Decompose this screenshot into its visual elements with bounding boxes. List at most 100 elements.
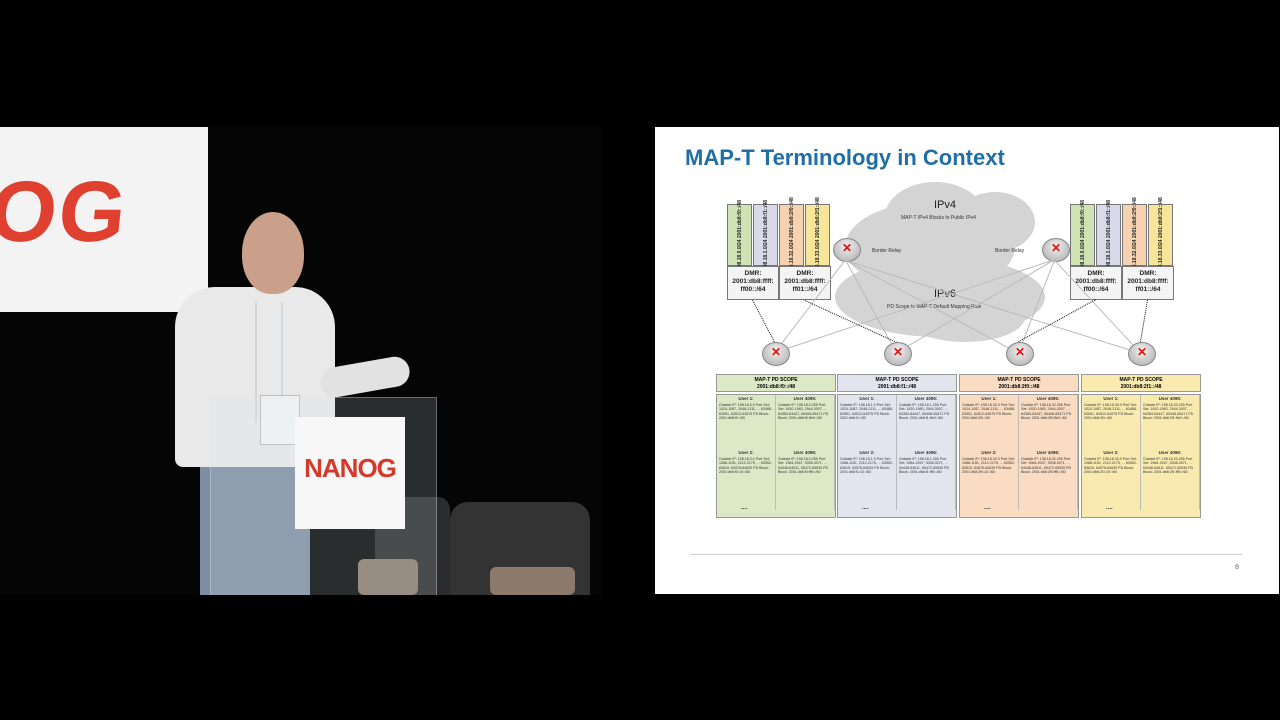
prefix-strip-label: 198.18.0.0/24 2001:db8:f0::/48 (736, 199, 743, 271)
user-cell: User 2:Outside IP: 198.18.0.0 Port Set: … (717, 449, 776, 510)
pd-scope-body: User 1: Outside IP: 198.18.33.0 Port Set:… (1081, 394, 1201, 518)
user-cell-body: Outside IP: 198.18.0.255 Port Set: 1984-… (778, 456, 829, 475)
pd-scope-prefix: 2001:db8:2f1::/48 (1120, 384, 1162, 390)
prefix-strip: 198.18.33.0/24 2001:db8:2f1::/48 (805, 197, 830, 273)
ce-router-icon (1006, 342, 1034, 366)
speaker-legs (200, 462, 310, 595)
prefix-strip: 198.18.32.0/24 2001:db8:2f0::/48 (779, 197, 804, 273)
user-cell: User 2:Outside IP: 198.18.32.0 Port Set:… (960, 449, 1019, 510)
user-cell-title: User 2: (859, 450, 875, 455)
ellipsis: .... (1106, 505, 1113, 511)
user-cell-title: User 4096: (793, 450, 817, 455)
pd-scope-prefix: 2001:db8:f0::/48 (756, 384, 796, 390)
user-cell: User 2:Outside IP: 198.18.33.0 Port Set:… (1082, 449, 1141, 510)
slide-page-number: 8 (1235, 564, 1239, 571)
user-cell: User 4095:Outside IP: 198.18.0.255 Port … (776, 395, 835, 456)
ellipsis: .... (862, 505, 869, 511)
user-cell-body: Outside IP: 198.18.33.0 Port Set: 1088-1… (1084, 456, 1138, 475)
user-cell-title: User 4095: (1036, 396, 1060, 401)
user-cell: User 4095:Outside IP: 198.18.1.255 Port … (897, 395, 956, 456)
chair-pillow-2 (358, 559, 418, 595)
chair-pillow (490, 567, 575, 595)
user-cell: User 4096:Outside IP: 198.18.33.255 Port… (1141, 449, 1200, 510)
user-cell-title: User 4095: (1158, 396, 1182, 401)
ellipsis: .... (984, 505, 991, 511)
prefix-strip: 198.18.1.0/24 2001:db8:f1::/48 (753, 200, 778, 270)
user-cell-title: User 1: (1103, 396, 1119, 401)
ipv4-label: IPv4 (934, 199, 957, 211)
prefix-strip: 198.18.33.0/24 2001:db8:2f1::/48 (1148, 197, 1173, 273)
slide-title: MAP-T Terminology in Context (685, 145, 1005, 170)
dmr-line: ff01::/64 (1135, 286, 1161, 293)
presentation-slide: MAP-T Terminology in Context IPv4 MAP-T … (655, 127, 1279, 594)
pd-scope-title: MAP-T PD SCOPE (875, 377, 919, 383)
ce-router-icon (884, 342, 912, 366)
user-cell: User 1:Outside IP: 198.18.32.0 Port Set:… (960, 395, 1019, 456)
podium-logo: NANOG (304, 453, 397, 483)
user-cell-title: User 4096: (1158, 450, 1182, 455)
prefix-strip: 198.18.1.0/24 2001:db8:f1::/48 (1096, 200, 1121, 270)
connector-line (752, 300, 775, 343)
prefix-strip-label: 198.18.1.0/24 2001:db8:f1::/48 (762, 199, 769, 271)
user-cell-title: User 4095: (793, 396, 817, 401)
speaker-badge (260, 395, 300, 445)
user-cell-body: Outside IP: 198.18.32.255 Port Set: 1984… (1021, 456, 1072, 475)
user-cell: User 1:Outside IP: 198.18.33.0 Port Set:… (1082, 395, 1141, 456)
prefix-strip-label: 198.18.32.0/24 2001:db8:2f0::/48 (788, 197, 795, 273)
pd-scope-prefix: 2001:db8:f1::/48 (877, 384, 917, 390)
user-cell-title: User 4095: (914, 396, 938, 401)
nanog-banner: OG (0, 127, 208, 312)
user-cell: User 1:Outside IP: 198.18.1.0 Port Set: … (838, 395, 897, 456)
dmr-line: DMR: (744, 270, 762, 277)
ipv6-subtitle: PD Scope to MAP-T Default Mapping Rule (887, 304, 982, 310)
border-relay-left-label: Border Relay (872, 248, 902, 254)
prefix-strip-label: 198.18.0.0/24 2001:db8:f0::/48 (1079, 199, 1086, 271)
user-cell-body: Outside IP: 198.18.32.0 Port Set: 1024-1… (962, 402, 1016, 421)
user-cell-body: Outside IP: 198.18.0.0 Port Set: 1088-11… (719, 456, 773, 475)
user-cell-body: Outside IP: 198.18.1.255 Port Set: 1920-… (899, 402, 950, 421)
user-cell: User 2:Outside IP: 198.18.1.0 Port Set: … (838, 449, 897, 510)
speaker-lanyard (255, 302, 283, 422)
user-cell-title: User 2: (738, 450, 754, 455)
pd-scope-title: MAP-T PD SCOPE (754, 377, 798, 383)
user-cell: User 1:Outside IP: 198.18.0.0 Port Set: … (717, 395, 776, 456)
user-cell-title: User 4096: (914, 450, 938, 455)
ipv6-label: IPv6 (934, 288, 957, 300)
user-cell: User 4095:Outside IP: 198.18.32.255 Port… (1019, 395, 1078, 456)
dmr-line: DMR: (1139, 270, 1157, 277)
dmr-line: 2001:db8:ffff: (784, 278, 826, 285)
slide-footer-divider (690, 554, 1242, 555)
pd-scope-body: User 1:Outside IP: 198.18.32.0 Port Set:… (959, 394, 1079, 518)
prefix-strip-label: 198.18.32.0/24 2001:db8:2f0::/48 (1131, 197, 1138, 273)
dmr-box: DMR:2001:db8:ffff:ff00::/64 (1070, 266, 1122, 300)
prefix-strip-label: 198.18.1.0/24 2001:db8:f1::/48 (1105, 199, 1112, 271)
user-cell: User 4096:Outside IP: 198.18.32.255 Port… (1019, 449, 1078, 510)
connector-line (1140, 299, 1148, 342)
user-cell-body: Outside IP: 198.18.33.255 Port Set: 1920… (1143, 402, 1194, 421)
border-relay-router-icon (833, 238, 861, 262)
prefix-strip-label: 198.18.33.0/24 2001:db8:2f1::/48 (814, 197, 821, 273)
border-relay-right-label: Border Relay (995, 248, 1025, 254)
dmr-line: ff00::/64 (1083, 286, 1109, 293)
dmr-line: 2001:db8:ffff: (1075, 278, 1117, 285)
pd-scope-title: MAP-T PD SCOPE (1119, 377, 1163, 383)
ellipsis: .... (741, 505, 748, 511)
ce-router-icon (762, 342, 790, 366)
dmr-box: DMR:2001:db8:ffff:ff01::/64 (1122, 266, 1174, 300)
prefix-strip: 198.18.32.0/24 2001:db8:2f0::/48 (1122, 197, 1147, 273)
user-cell-body: Outside IP: 198.18.1.0 Port Set: 1088-11… (840, 456, 894, 475)
user-cell-title: User 1: (738, 396, 754, 401)
pd-scope-prefix: 2001:db8:2f0::/48 (998, 384, 1040, 390)
ce-router-icon (1128, 342, 1156, 366)
user-cell-body: Outside IP: 198.18.32.0 Port Set: 1088-1… (962, 456, 1016, 475)
user-cell-title: User 2: (1103, 450, 1119, 455)
pd-scope-body: User 1: Outside IP: 198.18.0.0 Port Set: … (716, 394, 836, 518)
user-cell: User 4096:Outside IP: 198.18.1.255 Port … (897, 449, 956, 510)
dmr-box: DMR:2001:db8:ffff:ff01::/64 (779, 266, 831, 300)
user-cell-title: User 4096: (1036, 450, 1060, 455)
banner-logo: OG (0, 164, 133, 260)
user-cell-body: Outside IP: 198.18.33.255 Port Set: 1984… (1143, 456, 1194, 475)
pd-scope-body: User 1:Outside IP: 198.18.1.0 Port Set: … (837, 394, 957, 518)
